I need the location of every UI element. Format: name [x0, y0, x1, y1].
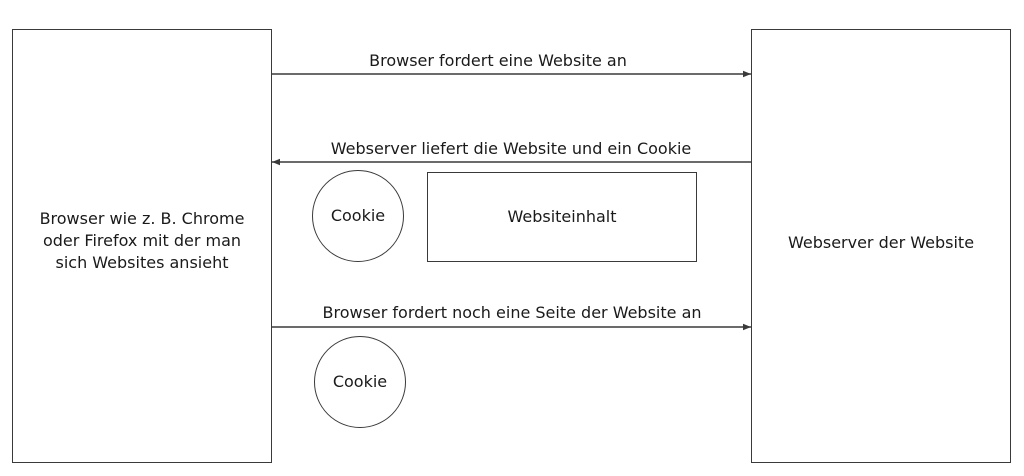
message-request-another-page: Browser fordert noch eine Seite der Webs… — [322, 303, 702, 322]
message-response-website-cookie: Webserver liefert die Website und ein Co… — [330, 139, 692, 158]
cookie-circle-response: Cookie — [312, 170, 404, 262]
message-request-website: Browser fordert eine Website an — [369, 51, 627, 70]
browser-label: Browser wie z. B. Chrome oder Firefox mi… — [34, 208, 251, 274]
browser-label-line-1: Browser wie z. B. Chrome — [39, 209, 245, 228]
webserver-label: Webserver der Website — [787, 233, 975, 252]
browser-node: Browser wie z. B. Chrome oder Firefox mi… — [12, 29, 272, 463]
browser-label-line-3: sich Websites ansieht — [55, 253, 229, 272]
cookie-label-response: Cookie — [330, 206, 386, 225]
webserver-node: Webserver der Website — [751, 29, 1011, 463]
cookie-circle-request: Cookie — [314, 336, 406, 428]
browser-label-line-2: oder Firefox mit der man — [42, 231, 242, 250]
cookie-label-request: Cookie — [332, 372, 388, 391]
website-content-box: Websiteinhalt — [427, 172, 697, 262]
website-content-label: Websiteinhalt — [507, 207, 617, 226]
